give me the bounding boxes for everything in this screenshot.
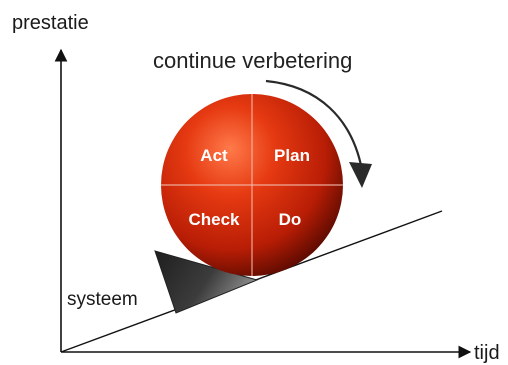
pdca-wheel: Act Plan Check Do — [161, 94, 343, 276]
quadrant-act: Act — [200, 146, 228, 165]
rotation-arrow — [265, 79, 364, 171]
y-axis-label: prestatie — [12, 12, 89, 34]
x-axis-label: tijd — [474, 342, 500, 364]
wedge-label-systeem: systeem — [67, 289, 138, 310]
rotation-arrowhead — [349, 162, 372, 188]
quadrant-do: Do — [279, 210, 302, 229]
quadrant-check: Check — [188, 210, 240, 229]
caption-continue-verbetering: continue verbetering — [153, 48, 352, 73]
quadrant-plan: Plan — [274, 146, 310, 165]
systeem-wedge — [154, 250, 259, 314]
